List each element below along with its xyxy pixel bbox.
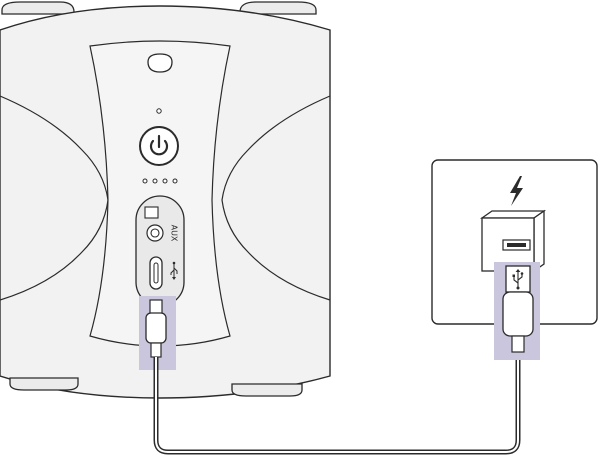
battery-indicator-dot bbox=[172, 178, 178, 184]
usb-a-plug[interactable] bbox=[502, 265, 534, 353]
battery-indicator-dots bbox=[142, 178, 178, 184]
usb-symbol-icon-small bbox=[170, 261, 178, 280]
aux-label: AUX bbox=[170, 225, 179, 242]
battery-indicator-dot bbox=[162, 178, 168, 184]
speaker-grille-right-outer bbox=[221, 95, 331, 301]
usb-c-port-icon[interactable] bbox=[149, 256, 163, 290]
lightning-bolt-icon bbox=[510, 176, 523, 206]
status-led bbox=[156, 108, 162, 114]
speaker: AUX bbox=[0, 1, 331, 399]
speaker-bottom-foot-right bbox=[231, 383, 303, 397]
battery-indicator-dot bbox=[142, 178, 148, 184]
speaker-bottom-foot-left bbox=[9, 377, 79, 391]
speaker-top-foot-left bbox=[1, 1, 75, 15]
speaker-center-panel bbox=[89, 40, 231, 347]
usb-symbol-icon bbox=[512, 269, 524, 290]
battery-indicator-dot bbox=[152, 178, 158, 184]
aux-jack[interactable] bbox=[146, 224, 164, 242]
usb-c-plug[interactable] bbox=[145, 299, 167, 358]
panel-mode-button[interactable] bbox=[144, 206, 159, 219]
speaker-top-foot-right bbox=[239, 1, 317, 15]
wall-outlet bbox=[431, 159, 598, 360]
power-button[interactable] bbox=[139, 126, 179, 166]
strap-loop bbox=[147, 53, 173, 73]
port-panel: AUX bbox=[135, 195, 185, 307]
power-icon bbox=[149, 134, 169, 156]
charging-cable-inner bbox=[155, 352, 519, 453]
